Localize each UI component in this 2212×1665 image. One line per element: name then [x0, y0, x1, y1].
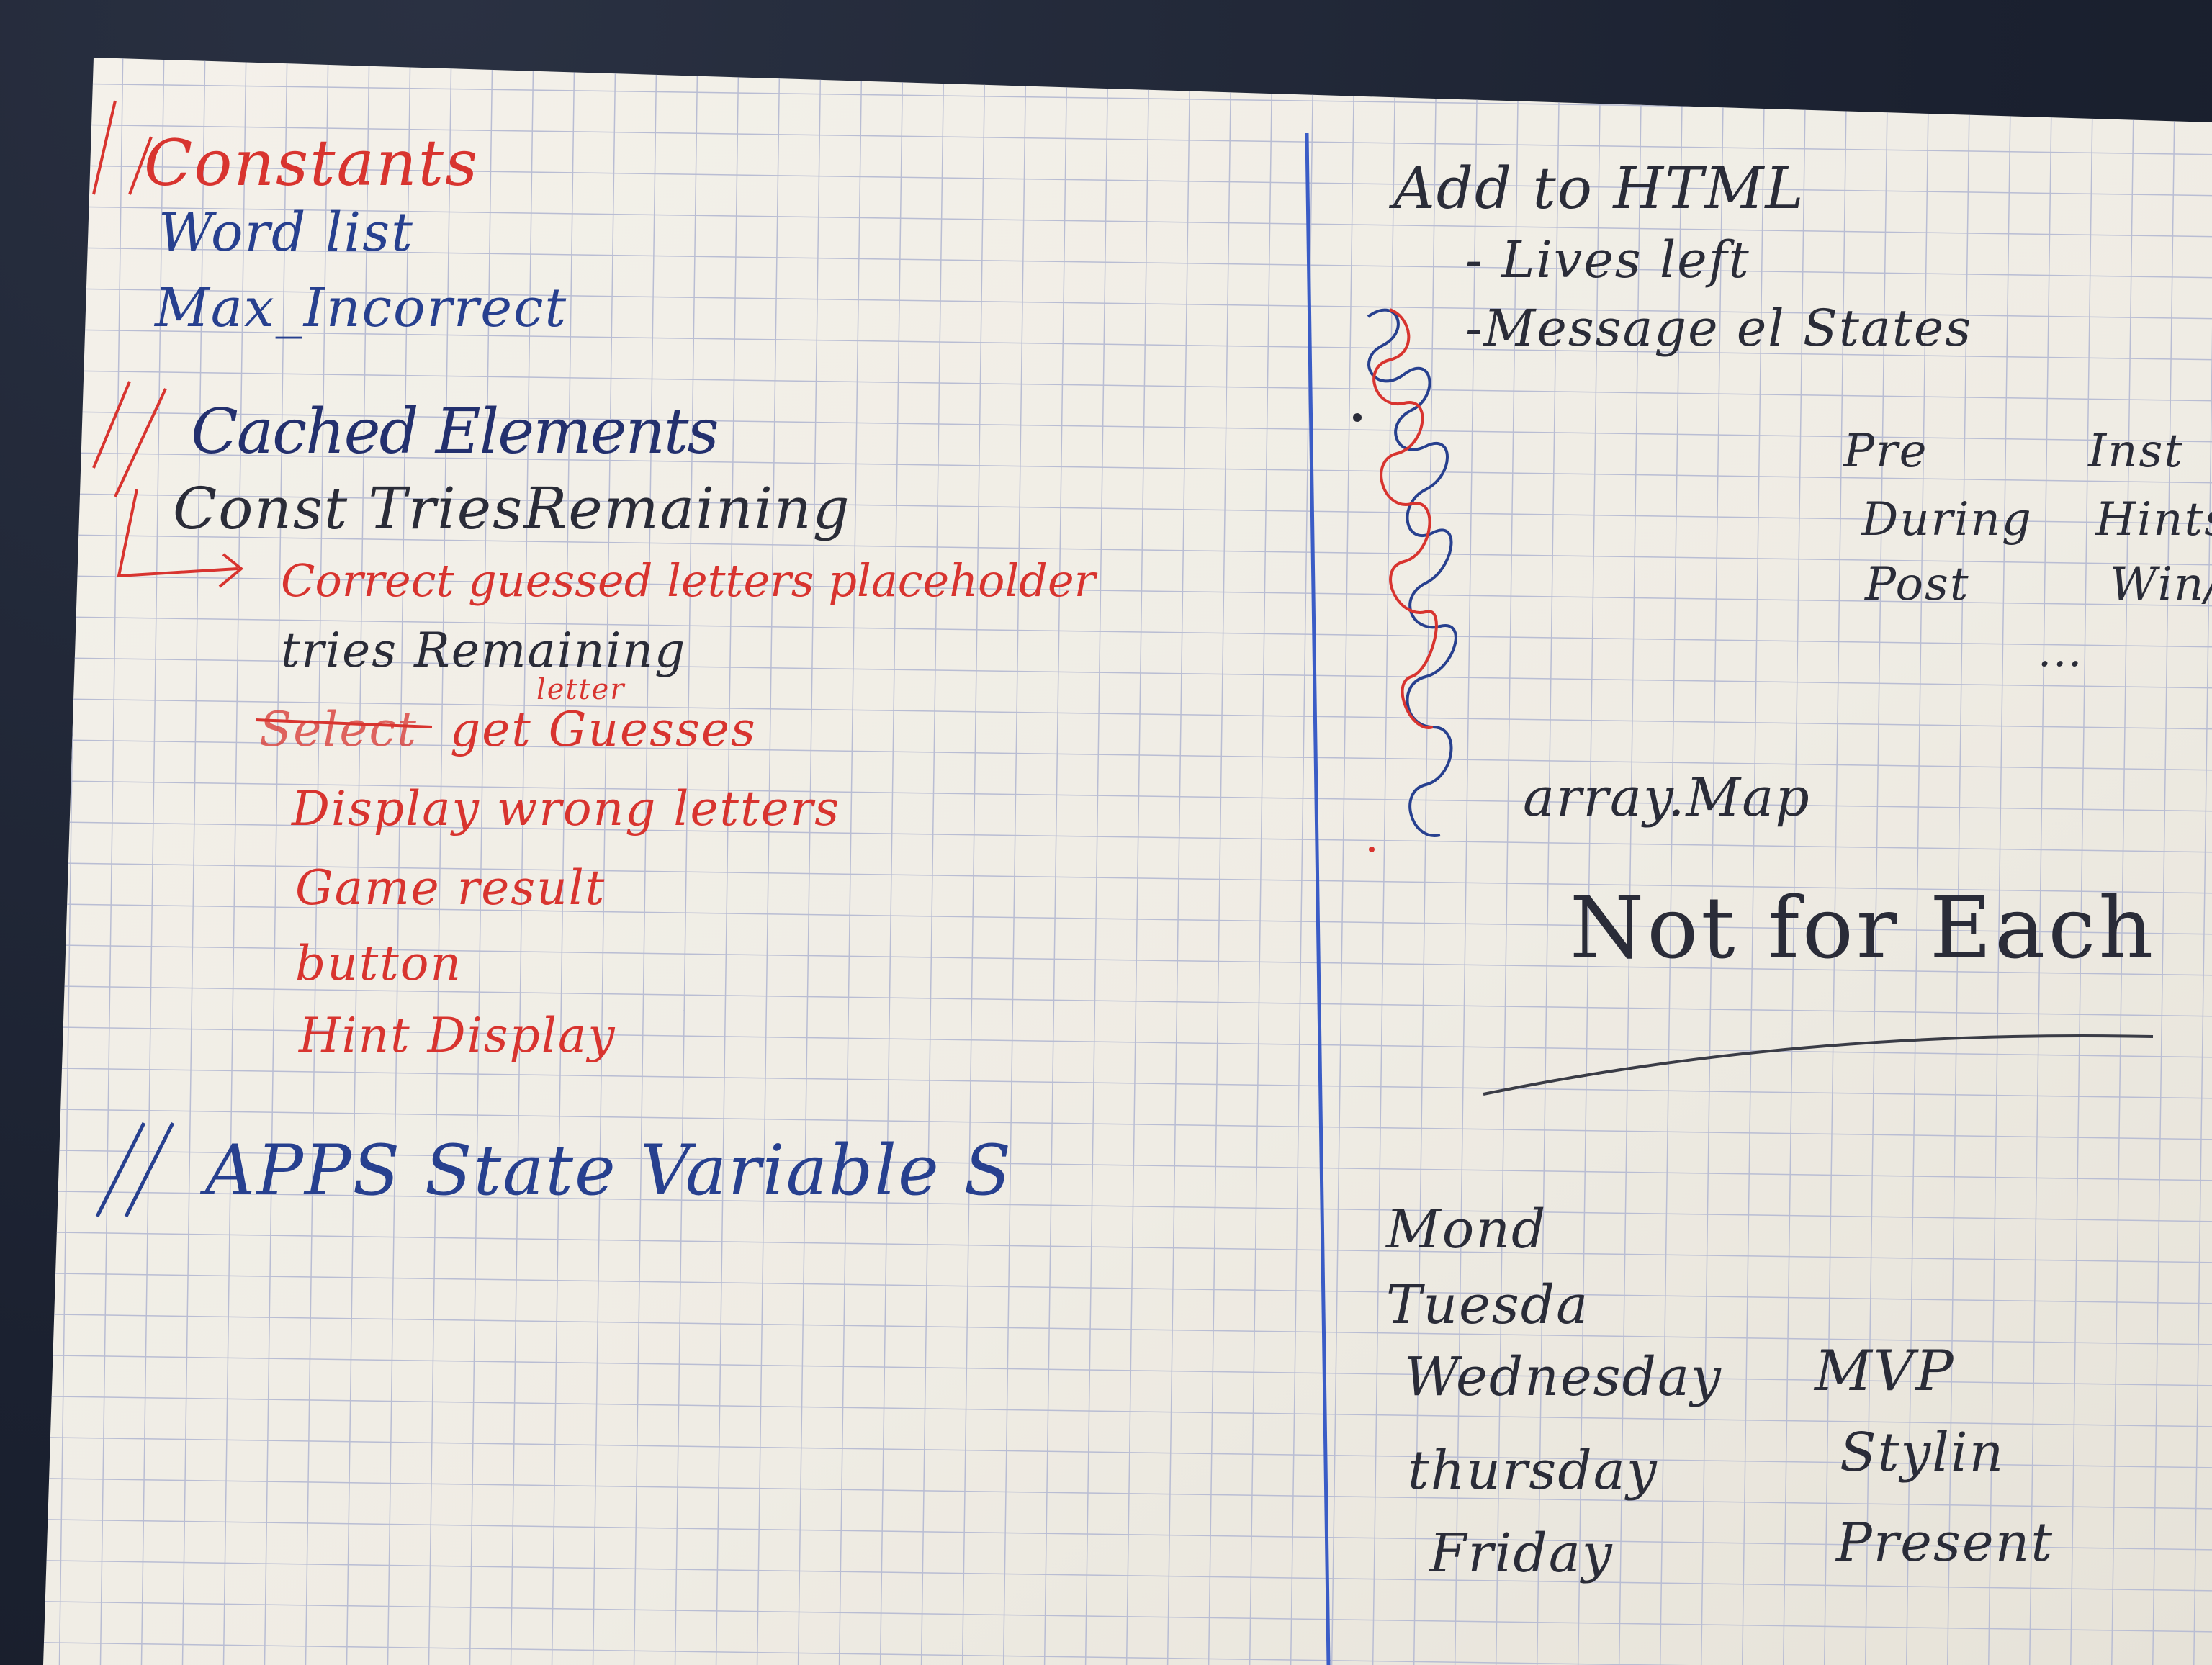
constants-item-word-list: Word list [158, 202, 414, 263]
cached-line-tries-remaining: Const TriesRemaining [173, 475, 851, 542]
add-item-message-states: -Message el States [1465, 299, 1973, 358]
array-map-note: array.Map [1523, 767, 1811, 829]
schedule-task-present: Present [1836, 1512, 2054, 1574]
state-during-desc: Hints [2095, 493, 2212, 546]
schedule-day-tuesday: Tuesda [1386, 1274, 1590, 1336]
paper-grid [43, 58, 2212, 1665]
schedule-day-wednesday: Wednesday [1404, 1346, 1722, 1408]
state-during: During [1861, 493, 2033, 546]
add-to-html-heading: Add to HTML [1393, 155, 1805, 222]
schedule-task-mvp: MVP [1815, 1339, 1955, 1404]
cached-item-display-wrong: Display wrong letters [292, 781, 841, 836]
constants-heading: Constants [144, 126, 480, 200]
cached-item-get-guesses: get Guesses [450, 702, 757, 757]
schedule-task-styling: Stylin [1840, 1422, 2005, 1484]
red-slashes [92, 100, 244, 588]
cached-item-game-result: Game result [295, 860, 606, 916]
states-ellipsis: ... [2038, 626, 2084, 677]
schedule-day-thursday: thursday [1408, 1440, 1658, 1502]
cached-item-placeholder: Correct guessed letters placeholder [281, 554, 1096, 607]
not-for-each-note: Not for Each [1570, 878, 2157, 978]
spiral-doodle [1353, 308, 1457, 852]
state-heading: APPS State Variable S [205, 1130, 1013, 1211]
cached-item-hint-display: Hint Display [299, 1008, 616, 1063]
state-post: Post [1865, 558, 1970, 611]
underline [1483, 1034, 2154, 1096]
cached-strikethrough-select: Select [259, 702, 418, 757]
constants-item-max-incorrect: Max_Incorrect [155, 277, 568, 339]
state-pre-desc: Inst [2088, 425, 2185, 478]
add-item-lives-left: - Lives left [1465, 230, 1750, 289]
state-pre: Pre [1843, 425, 1928, 478]
center-margin-line [1305, 132, 1331, 1665]
state-post-desc: Win/ [2110, 558, 2212, 611]
cached-item-button: button [295, 936, 463, 991]
blue-slashes [95, 1122, 175, 1218]
cached-heading: Cached Elements [191, 396, 719, 468]
schedule-day-friday: Friday [1429, 1522, 1614, 1584]
cached-item-tries-remaining: tries Remaining [281, 623, 687, 678]
strike-line [255, 718, 433, 728]
schedule-day-monday: Mond [1386, 1199, 1547, 1260]
cached-superscript-letter: letter [536, 673, 626, 706]
